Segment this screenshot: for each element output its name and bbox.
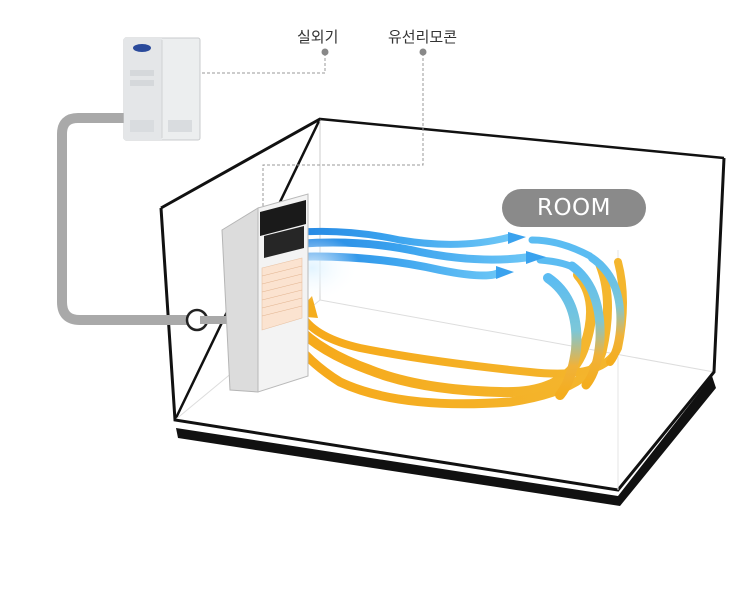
indoor-unit-icon xyxy=(221,193,360,393)
leader-lines xyxy=(202,52,424,246)
outdoor-unit-label: 실외기 xyxy=(297,28,339,46)
refrigerant-pipe-icon xyxy=(57,113,201,325)
outdoor-label-dot xyxy=(321,48,329,56)
wired-remote-label: 유선리모콘 xyxy=(388,28,458,46)
remote-label-dot xyxy=(419,48,427,56)
room-badge: ROOM xyxy=(502,189,646,227)
outdoor-unit-icon xyxy=(123,37,201,141)
room-floor-shadow xyxy=(176,376,716,506)
air-loop xyxy=(543,254,625,400)
